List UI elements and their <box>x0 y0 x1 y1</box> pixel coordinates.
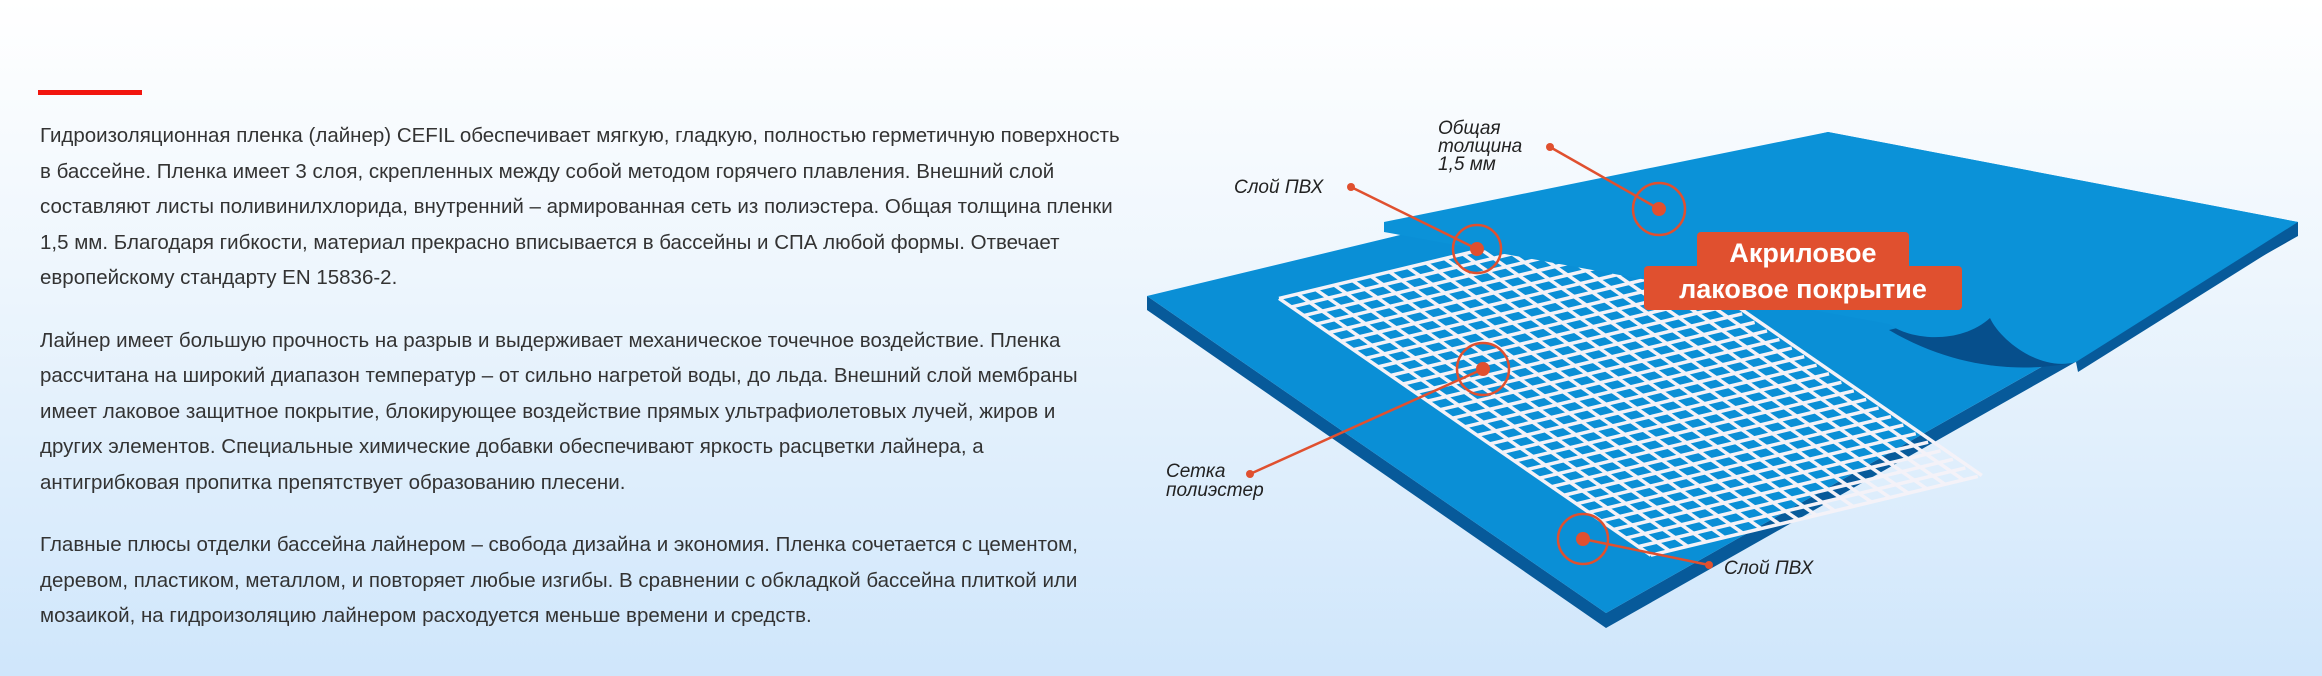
description-text: Гидроизоляционная пленка (лайнер) CEFIL … <box>40 118 1120 661</box>
accent-divider <box>38 90 142 95</box>
mesh-marker-icon <box>1476 362 1490 376</box>
mesh-strand <box>1535 234 1910 495</box>
pvc-top-label: Слой ПВХ <box>1234 177 1325 198</box>
mesh-strand <box>1370 274 1744 535</box>
paragraph-intro: Гидроизоляционная пленка (лайнер) CEFIL … <box>40 124 1120 289</box>
mesh-label: Сетка полиэстер <box>1166 461 1264 501</box>
mesh-strand <box>1314 288 1689 548</box>
mesh-strand <box>1351 279 1726 539</box>
mesh-strand <box>1443 257 1818 517</box>
mesh-strand <box>1406 265 1781 526</box>
pvc-top-marker-icon <box>1470 242 1484 256</box>
mesh-strand <box>1278 296 1652 557</box>
mesh-strand <box>1333 283 1708 544</box>
mesh-strand <box>1296 292 1671 553</box>
mesh-strand <box>1498 243 1873 504</box>
thickness-label: Общая толщина 1,5 мм <box>1438 118 1528 175</box>
mesh-strand <box>1480 248 1855 508</box>
svg-text:лаковое покрытие: лаковое покрытие <box>1679 274 1927 304</box>
mesh-strand <box>1388 270 1763 531</box>
polyester-mesh <box>1278 217 1983 557</box>
acrylic-coating-badge: Акриловое лаковое покрытие <box>1644 232 1962 310</box>
svg-text:Акриловое: Акриловое <box>1729 238 1876 268</box>
thickness-marker-icon <box>1652 202 1666 216</box>
mesh-strand <box>1517 239 1891 500</box>
pvc-bottom-label: Слой ПВХ <box>1724 558 1815 579</box>
pvc-bottom-marker-icon <box>1576 532 1590 546</box>
paragraph-strength: Лайнер имеет большую прочность на разрыв… <box>40 328 1078 494</box>
mesh-strand <box>1553 230 1928 491</box>
top-sheet-edge <box>2076 222 2298 372</box>
mesh-strand <box>1425 261 1799 522</box>
mesh-strand <box>1461 252 1836 513</box>
paragraph-advantages: Главные плюсы отделки бассейна лайнером … <box>40 533 1078 627</box>
